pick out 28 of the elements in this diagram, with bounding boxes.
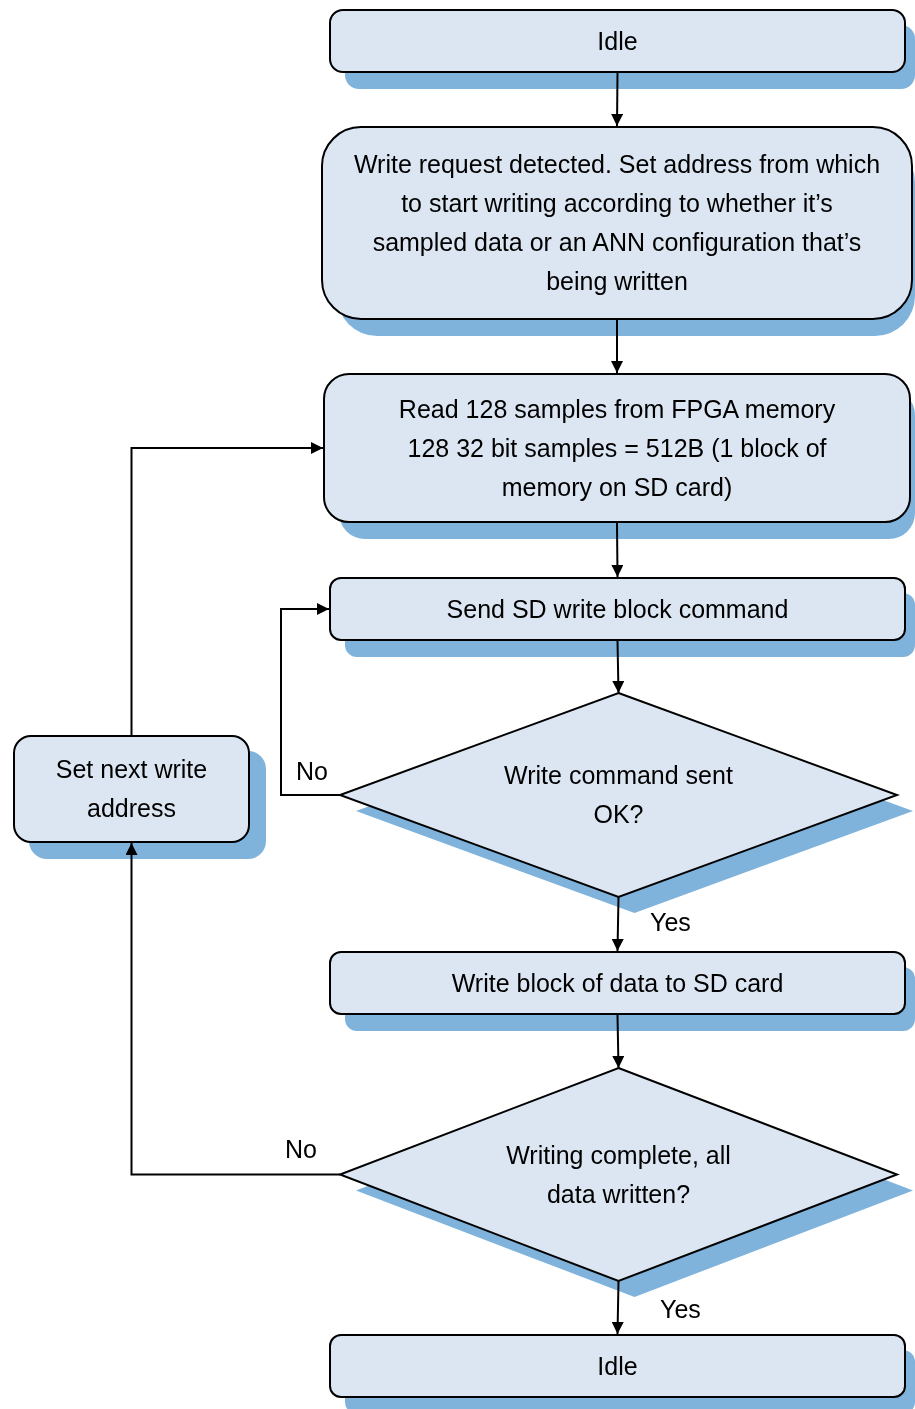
process-box bbox=[329, 1334, 906, 1398]
arrow bbox=[280, 603, 341, 796]
node-text: Writing complete, all data written? bbox=[505, 1139, 732, 1210]
process-box bbox=[329, 951, 906, 1015]
arrow bbox=[612, 640, 625, 694]
node-text: Idle bbox=[596, 25, 639, 57]
process-box bbox=[329, 9, 906, 73]
process-box bbox=[329, 577, 906, 641]
arrow bbox=[611, 522, 624, 578]
node-text: Set next write address bbox=[54, 754, 209, 824]
arrow bbox=[611, 1280, 624, 1335]
arrow bbox=[612, 1014, 625, 1069]
arrow bbox=[611, 319, 623, 374]
arrow bbox=[611, 72, 624, 127]
node-text: Read 128 samples from FPGA memory 128 32 bit samples = 512B (1 block of memory on SD card) bbox=[397, 393, 837, 503]
arrow bbox=[611, 896, 624, 952]
decision-diamond bbox=[340, 1068, 897, 1281]
process-box bbox=[323, 373, 911, 523]
node-text: Idle bbox=[596, 1350, 639, 1382]
process-box bbox=[321, 126, 913, 320]
node-text: Write request detected. Set address from which to start writing according to whether it’s sampled data or an ANN configuration that’s being written bbox=[352, 149, 882, 297]
node-text: Write block of data to SD card bbox=[450, 967, 785, 999]
node-text: Send SD write block command bbox=[445, 593, 790, 625]
arrow bbox=[125, 842, 341, 1176]
process-box bbox=[13, 735, 250, 843]
arrow bbox=[130, 442, 324, 736]
node-text: Write command sent OK? bbox=[503, 760, 734, 830]
decision-diamond bbox=[340, 693, 897, 897]
